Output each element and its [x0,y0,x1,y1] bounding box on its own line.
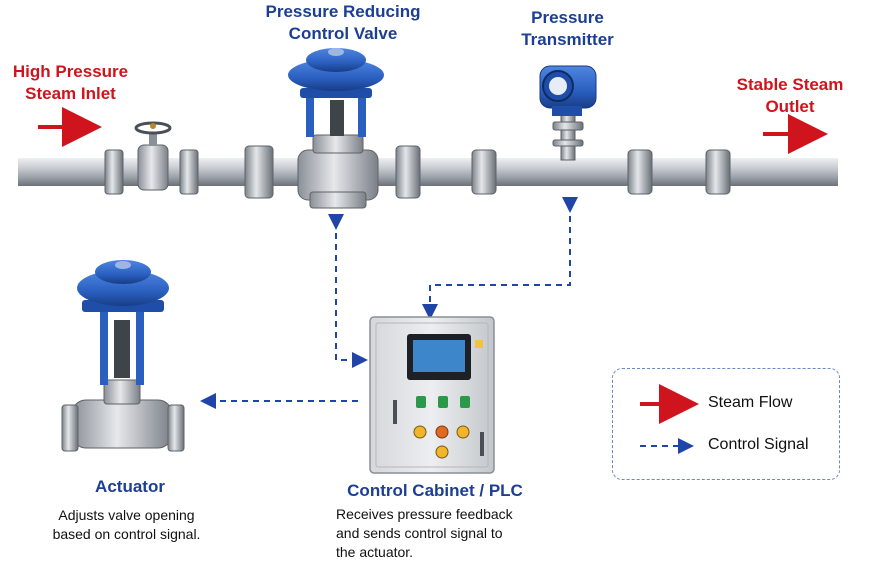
legend-box [612,368,840,480]
cabinet-description: Receives pressure feedback and sends con… [336,506,513,560]
actuator-graphic [61,260,185,452]
pressure-transmitter-graphic [539,65,597,161]
signal-transmitter-cabinet [422,197,578,320]
control-signal-lines [200,197,578,409]
pipe-flanges [104,145,731,199]
signal-valve-cabinet [328,214,368,368]
cabinet-title: Control Cabinet / PLC [347,481,523,500]
inlet-label: High Pressure Steam Inlet [12,62,129,103]
pressure-reducing-valve-graphic [288,48,384,209]
actuator-title: Actuator [95,477,165,496]
actuator-description: Adjusts valve opening based on control s… [52,507,201,542]
legend-control-signal-label: Control Signal [708,436,809,453]
control-cabinet-graphic [369,316,495,474]
legend-steam-flow-label: Steam Flow [708,394,793,411]
valve-label: Pressure Reducing Control Valve [265,2,421,43]
outlet-label: Stable Steam Outlet [736,75,844,116]
transmitter-label: Pressure Transmitter [521,8,614,49]
inlet-hand-valve [134,121,172,191]
